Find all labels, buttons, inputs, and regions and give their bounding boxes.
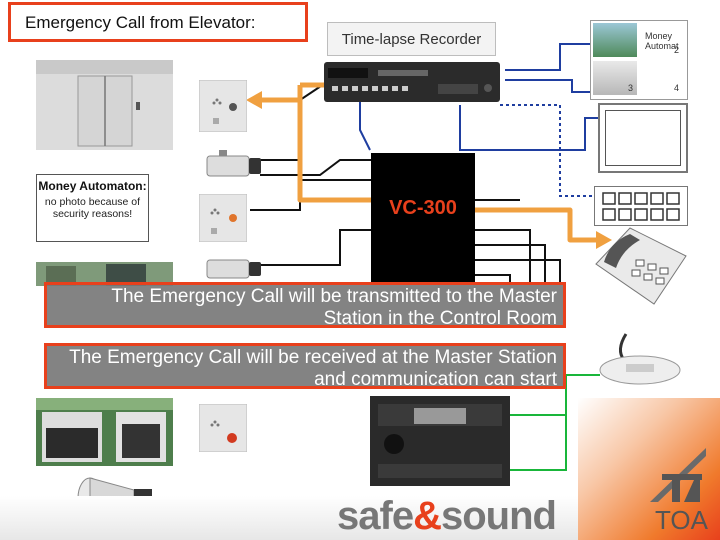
green-line xyxy=(510,400,567,416)
black-line xyxy=(475,274,511,282)
rack-amplifier xyxy=(370,396,510,486)
black-line xyxy=(260,229,371,266)
camera-feed-1 xyxy=(593,23,637,57)
logo-word-safe: safe xyxy=(337,494,414,538)
page-title: Emergency Call from Elevator: xyxy=(25,13,256,32)
recorder-label-box: Time-lapse Recorder xyxy=(327,22,496,56)
intercom-station-1 xyxy=(199,80,247,132)
logo-ampersand: & xyxy=(413,494,442,538)
banner-text-2: The Emergency Call will be received at t… xyxy=(69,347,557,390)
info-banner-2: The Emergency Call will be received at t… xyxy=(44,343,566,390)
black-line xyxy=(475,229,531,282)
camera-feed-2: Money Automat 2 xyxy=(639,23,683,57)
intercom-station-3 xyxy=(199,404,247,452)
orange-line xyxy=(475,207,600,243)
black-line xyxy=(260,159,371,176)
camera-feed-4: 4 xyxy=(639,61,683,95)
elevator-photo xyxy=(36,60,173,150)
camera-feed-3: 3 xyxy=(593,61,637,95)
monitor-label: Money Automat xyxy=(645,31,679,51)
blue-line xyxy=(459,105,598,151)
money-automaton-box: Money Automaton: no photo because of sec… xyxy=(36,174,149,242)
vc-300-label: VC-300 xyxy=(389,197,457,219)
blue-line xyxy=(505,43,596,71)
desk-microphone xyxy=(599,333,681,385)
orange-arrowhead xyxy=(246,91,262,109)
quad-monitor: Money Automat 2 3 4 xyxy=(590,20,688,100)
time-lapse-recorder-device xyxy=(324,62,500,102)
control-keypad xyxy=(594,186,688,226)
toa-logo-mark xyxy=(650,448,706,502)
monitor-screen xyxy=(605,110,681,166)
black-line xyxy=(475,259,561,282)
master-station-phone xyxy=(595,227,687,305)
cctv-camera-1 xyxy=(206,150,261,177)
vc-300-switcher: VC-300 xyxy=(371,153,475,283)
orange-corner-decoration xyxy=(578,398,720,540)
title-box: Emergency Call from Elevator: xyxy=(8,2,308,42)
banner-text-1: The Emergency Call will be transmitted t… xyxy=(111,286,557,329)
black-line xyxy=(475,244,546,282)
toa-brand-text: TOA xyxy=(655,505,708,535)
single-monitor xyxy=(598,103,688,173)
blue-dotted-line xyxy=(500,104,594,197)
monitor-number-2: 2 xyxy=(673,45,679,55)
blue-line xyxy=(505,79,596,93)
black-line xyxy=(250,179,371,211)
building-photo-bottom xyxy=(36,398,173,466)
logo-word-sound: sound xyxy=(440,494,557,538)
orange-line xyxy=(297,85,371,203)
recorder-label: Time-lapse Recorder xyxy=(341,31,482,48)
intercom-station-2 xyxy=(199,194,247,242)
money-automaton-title: Money Automaton: xyxy=(38,179,147,193)
orange-arrowhead xyxy=(596,231,612,249)
green-line xyxy=(565,374,600,400)
info-banner-1: The Emergency Call will be transmitted t… xyxy=(44,282,566,329)
orange-line xyxy=(258,85,303,103)
monitor-number-4: 4 xyxy=(673,83,679,93)
safe-and-sound-logo: safe&sound xyxy=(337,494,557,539)
cctv-camera-2 xyxy=(206,259,261,279)
money-automaton-note: no photo because of security reasons! xyxy=(44,196,141,220)
monitor-number-3: 3 xyxy=(627,83,633,93)
